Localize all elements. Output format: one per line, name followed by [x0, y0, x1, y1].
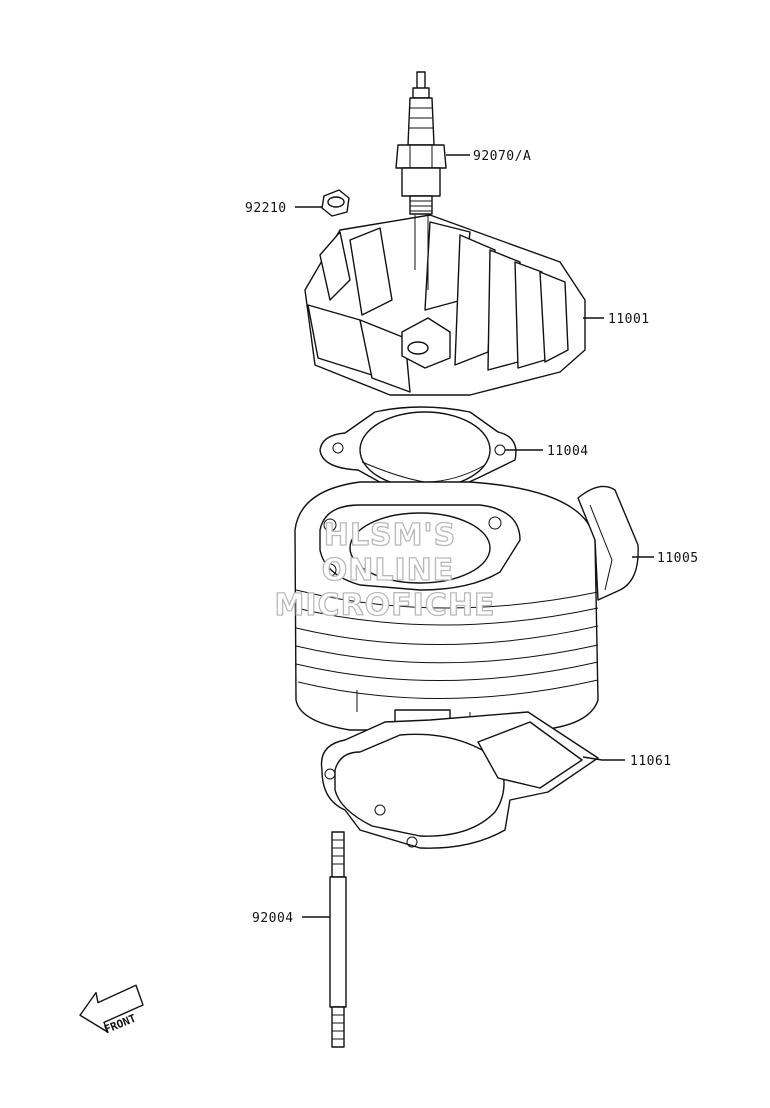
spark-plug[interactable] [395, 71, 447, 215]
cylinder[interactable] [294, 481, 639, 739]
head-gasket[interactable] [319, 406, 517, 504]
base-gasket[interactable] [320, 711, 599, 849]
cylinder-head[interactable] [304, 214, 586, 396]
label-92210[interactable]: 92210 [245, 201, 287, 216]
watermark-line-2: ONLINE [322, 553, 455, 588]
label-11005[interactable]: 11005 [657, 551, 699, 566]
nut[interactable] [321, 189, 350, 217]
part-labels: 92070/A 92210 11001 11004 11005 11061 92… [245, 149, 699, 926]
label-11001[interactable]: 11001 [608, 312, 650, 327]
stud[interactable] [329, 831, 347, 1048]
leader-lines [295, 154, 654, 918]
front-arrow: FRONT [79, 984, 144, 1036]
label-11004[interactable]: 11004 [547, 444, 589, 459]
label-11061[interactable]: 11061 [630, 754, 672, 769]
watermark-line-3: MICROFICHE [275, 588, 496, 623]
label-92004[interactable]: 92004 [252, 911, 294, 926]
watermark: HLSM'S ONLINE MICROFICHE [274, 517, 496, 623]
label-92070-a[interactable]: 92070/A [473, 149, 531, 164]
watermark-line-1: HLSM'S [324, 518, 456, 553]
